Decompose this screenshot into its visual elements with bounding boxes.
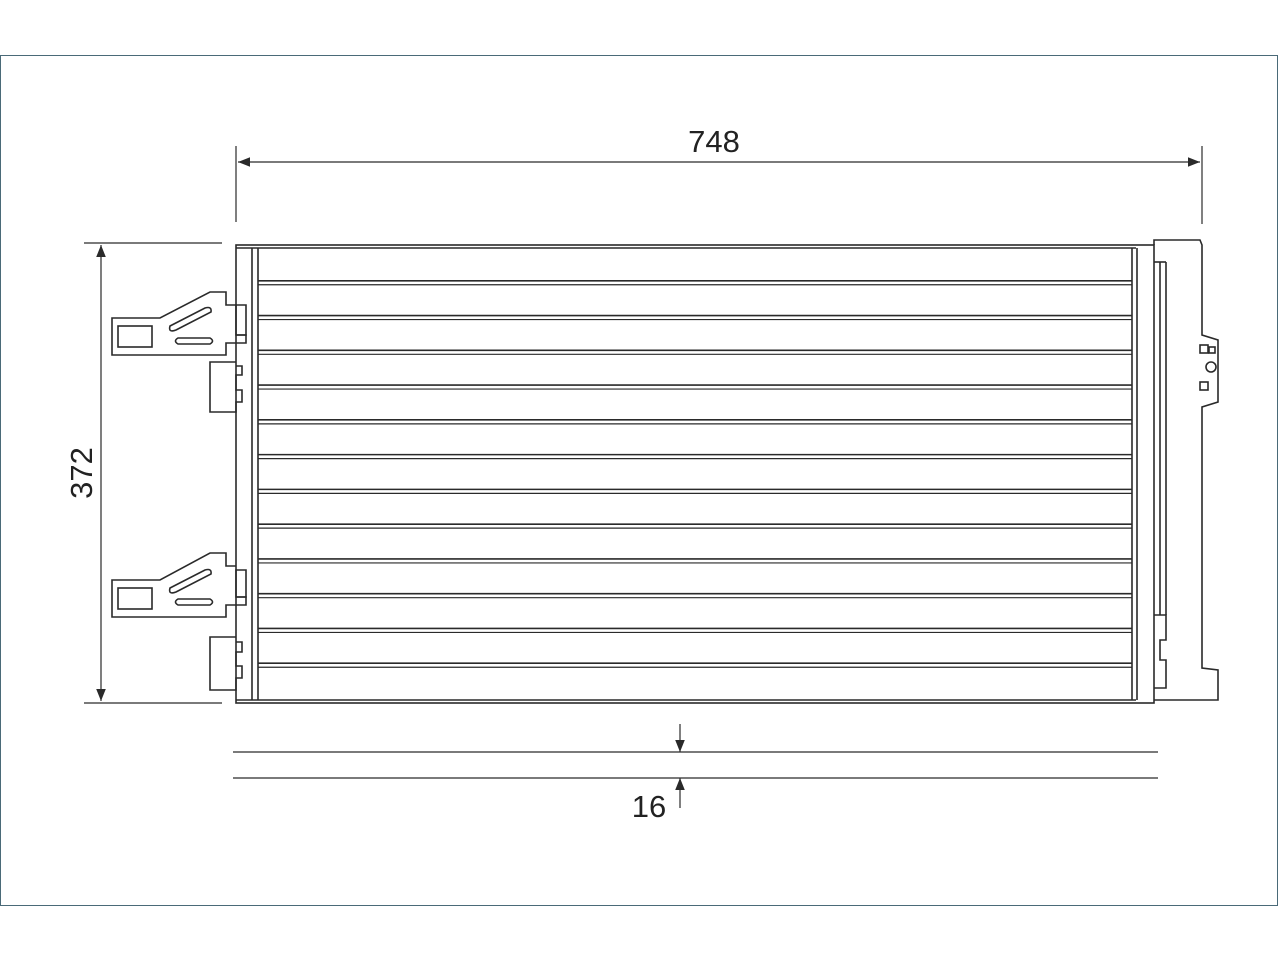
connector-square-top (1199, 344, 1209, 354)
width-label: 748 (688, 124, 740, 159)
lower-bracket-slot (117, 587, 153, 610)
depth-label: 16 (632, 789, 666, 824)
connector-square-bottom (1199, 381, 1209, 391)
core-tubes (258, 279, 1132, 668)
connector-square-small (1208, 346, 1216, 354)
left-lower-bracket (111, 552, 247, 691)
width-dimension: 748 (235, 124, 1203, 224)
receiver-drier (1153, 239, 1219, 701)
upper-bracket-horizontal-slot (174, 337, 214, 345)
height-label: 372 (64, 447, 99, 499)
upper-bracket-diagonal-slot (168, 306, 212, 332)
height-dimension: 372 (64, 242, 222, 704)
left-upper-bracket (111, 291, 247, 413)
condenser-core (235, 244, 1155, 704)
depth-dimension: 16 (233, 724, 1158, 824)
receiver-bottom-fitting (1154, 614, 1167, 689)
lower-bracket-diagonal-slot (168, 568, 212, 594)
lower-mount-tab (209, 636, 243, 691)
upper-bracket-clip (235, 304, 247, 336)
lower-bracket-plate (111, 552, 247, 618)
drawing-frame (0, 55, 1278, 906)
connector-circle (1205, 361, 1217, 373)
upper-bracket-plate (111, 291, 247, 356)
receiver-body (1153, 239, 1219, 701)
upper-bracket-slot (117, 325, 153, 348)
lower-bracket-clip (235, 569, 247, 598)
upper-mount-tab (209, 361, 243, 413)
core-outline (235, 244, 1155, 704)
lower-bracket-horizontal-slot (174, 598, 214, 606)
